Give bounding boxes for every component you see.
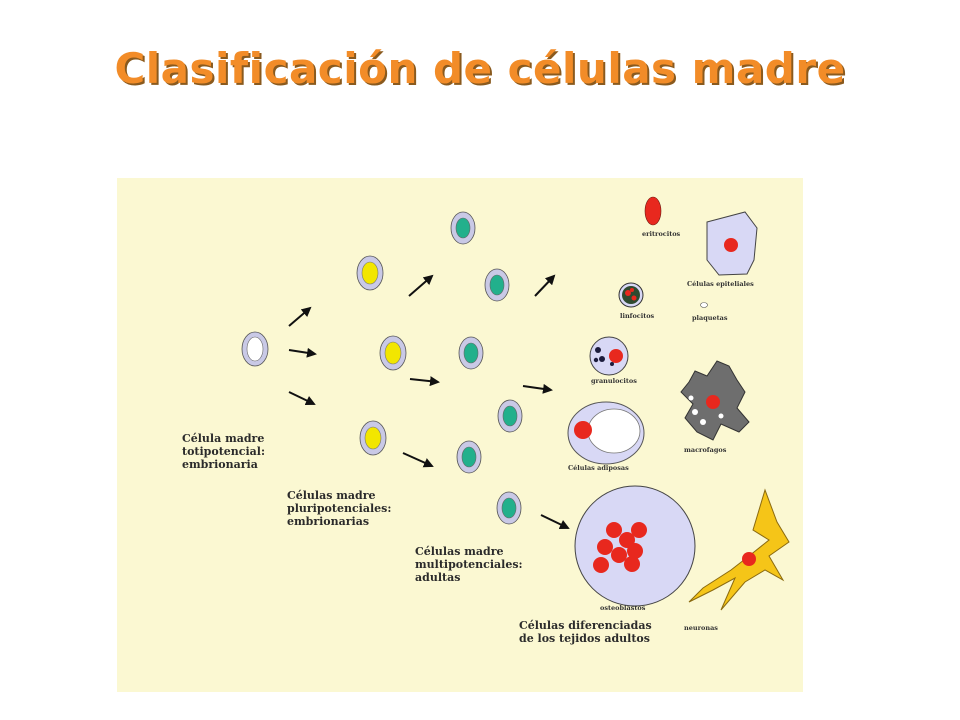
adipose-cell bbox=[567, 401, 645, 465]
arrow bbox=[534, 274, 556, 297]
arrow bbox=[409, 376, 440, 387]
totipotent-cell bbox=[241, 331, 269, 367]
macrophage bbox=[680, 360, 750, 441]
differentiated-label: Células diferenciadas de los tejidos adu… bbox=[519, 619, 652, 645]
osteoblast-tissue bbox=[574, 485, 696, 607]
lymphocyte bbox=[618, 282, 644, 308]
lymphocyte-label: linfocitos bbox=[620, 312, 655, 320]
arrow bbox=[288, 347, 317, 358]
pluripotent-cell bbox=[356, 255, 384, 291]
multipotent-cell bbox=[450, 211, 476, 245]
erythrocyte-label: eritrocitos bbox=[642, 230, 681, 238]
multipotent-cell bbox=[484, 268, 510, 302]
totipotent-label: Célula madre totipotencial: embrionaria bbox=[182, 432, 266, 471]
epithelial-label: Células epiteliales bbox=[687, 280, 754, 288]
adipose-label: Células adiposas bbox=[568, 464, 629, 472]
arrow bbox=[288, 391, 316, 406]
arrow bbox=[540, 514, 570, 530]
arrow bbox=[402, 452, 434, 468]
multipotent-cell bbox=[458, 336, 484, 370]
pluripotent-label: Células madre pluripotenciales: embriona… bbox=[287, 489, 392, 528]
stem-cell-diagram: Célula madre totipotencial: embrionaria … bbox=[117, 178, 803, 692]
epithelial-cell bbox=[706, 211, 758, 276]
osteoblast-label: osteoblastos bbox=[600, 604, 646, 612]
macrophage-label: macrofagos bbox=[684, 446, 727, 454]
neuron-label: neuronas bbox=[684, 624, 718, 632]
multipotent-label: Células madre multipotenciales: adultas bbox=[415, 545, 523, 584]
platelet-label: plaquetas bbox=[692, 314, 728, 322]
multipotent-cell bbox=[497, 399, 523, 433]
granulocyte-label: granulocitos bbox=[591, 377, 637, 385]
arrow bbox=[288, 306, 312, 327]
multipotent-cell bbox=[456, 440, 482, 474]
arrow bbox=[408, 274, 434, 297]
diagram-canvas bbox=[241, 196, 790, 611]
pluripotent-cell bbox=[379, 335, 407, 371]
neuron bbox=[688, 488, 790, 611]
platelet bbox=[700, 302, 708, 308]
slide-title: Clasificación de células madre bbox=[114, 44, 846, 93]
granulocyte bbox=[589, 336, 629, 376]
differentiation-arrows bbox=[288, 274, 570, 530]
multipotent-cell bbox=[496, 491, 522, 525]
erythrocyte bbox=[644, 196, 662, 226]
arrow bbox=[522, 383, 553, 394]
pluripotent-cell bbox=[359, 420, 387, 456]
